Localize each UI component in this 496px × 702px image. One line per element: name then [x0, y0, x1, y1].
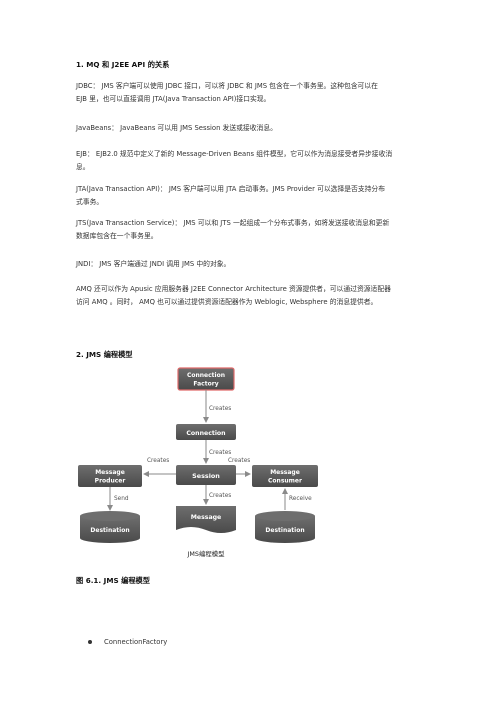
- svg-text:Destination: Destination: [265, 527, 304, 534]
- destination-left-node: Destination: [80, 511, 140, 543]
- destination-right-node: Destination: [255, 511, 315, 543]
- svg-text:Message: Message: [191, 514, 222, 521]
- connection-node: Connection: [176, 424, 236, 440]
- message-producer-node: Message Producer: [78, 465, 142, 487]
- label-receive: Receive: [289, 496, 312, 502]
- paragraph-jndi: JNDI： JMS 客户端通过 JNDI 调用 JMS 中的对象。: [76, 260, 231, 268]
- connection-factory-node: Connection Factory: [177, 367, 235, 391]
- label-creates-session: Creates: [209, 450, 231, 456]
- bullet-icon: [88, 640, 92, 644]
- svg-text:Message: Message: [270, 469, 300, 476]
- list-item: ConnectionFactory: [88, 638, 167, 646]
- label-creates-consumer: Creates: [228, 458, 250, 464]
- session-node: Session: [176, 465, 236, 485]
- paragraph-jdbc: JDBC： JMS 客户端可以使用 JDBC 接口，可以将 JDBC 和 JMS…: [76, 82, 378, 103]
- paragraph-ejb: EJB： EJB2.0 规范中定义了新的 Message-Driven Bean…: [76, 150, 393, 171]
- paragraph-jta: JTA(Java Transaction API)： JMS 客户端可以用 JT…: [76, 185, 386, 206]
- label-send: Send: [114, 496, 129, 502]
- svg-text:Message: Message: [95, 469, 125, 476]
- label-creates-connection: Creates: [209, 406, 231, 412]
- jms-programming-model-diagram: Connection Factory Creates Connection Cr…: [78, 367, 318, 558]
- paragraph-jts: JTS(Java Transaction Service)： JMS 可以和 J…: [76, 219, 390, 240]
- svg-text:Destination: Destination: [90, 527, 129, 534]
- label-creates-producer: Creates: [147, 458, 169, 464]
- section-title-mq-j2ee: 1. MQ 和 J2EE API 的关系: [76, 60, 170, 69]
- message-node: Message: [176, 506, 236, 533]
- svg-text:Connection: Connection: [187, 372, 225, 379]
- paragraph-amq: AMQ 还可以作为 Apusic 应用服务器 J2EE Connector Ar…: [76, 285, 391, 306]
- svg-text:Factory: Factory: [193, 381, 218, 388]
- diagram-caption: JMS编程模型: [186, 549, 225, 558]
- label-creates-message: Creates: [209, 493, 231, 499]
- svg-text:Connection: Connection: [186, 430, 225, 437]
- svg-text:Producer: Producer: [95, 478, 126, 485]
- svg-text:Session: Session: [192, 472, 220, 480]
- section-title-jms-model: 2. JMS 编程模型: [76, 350, 133, 359]
- message-consumer-node: Message Consumer: [252, 465, 318, 487]
- figure-caption: 图 6.1. JMS 编程模型: [76, 576, 150, 585]
- svg-text:Consumer: Consumer: [268, 478, 302, 485]
- paragraph-javabeans: JavaBeans： JavaBeans 可以用 JMS Session 发送或…: [76, 124, 277, 132]
